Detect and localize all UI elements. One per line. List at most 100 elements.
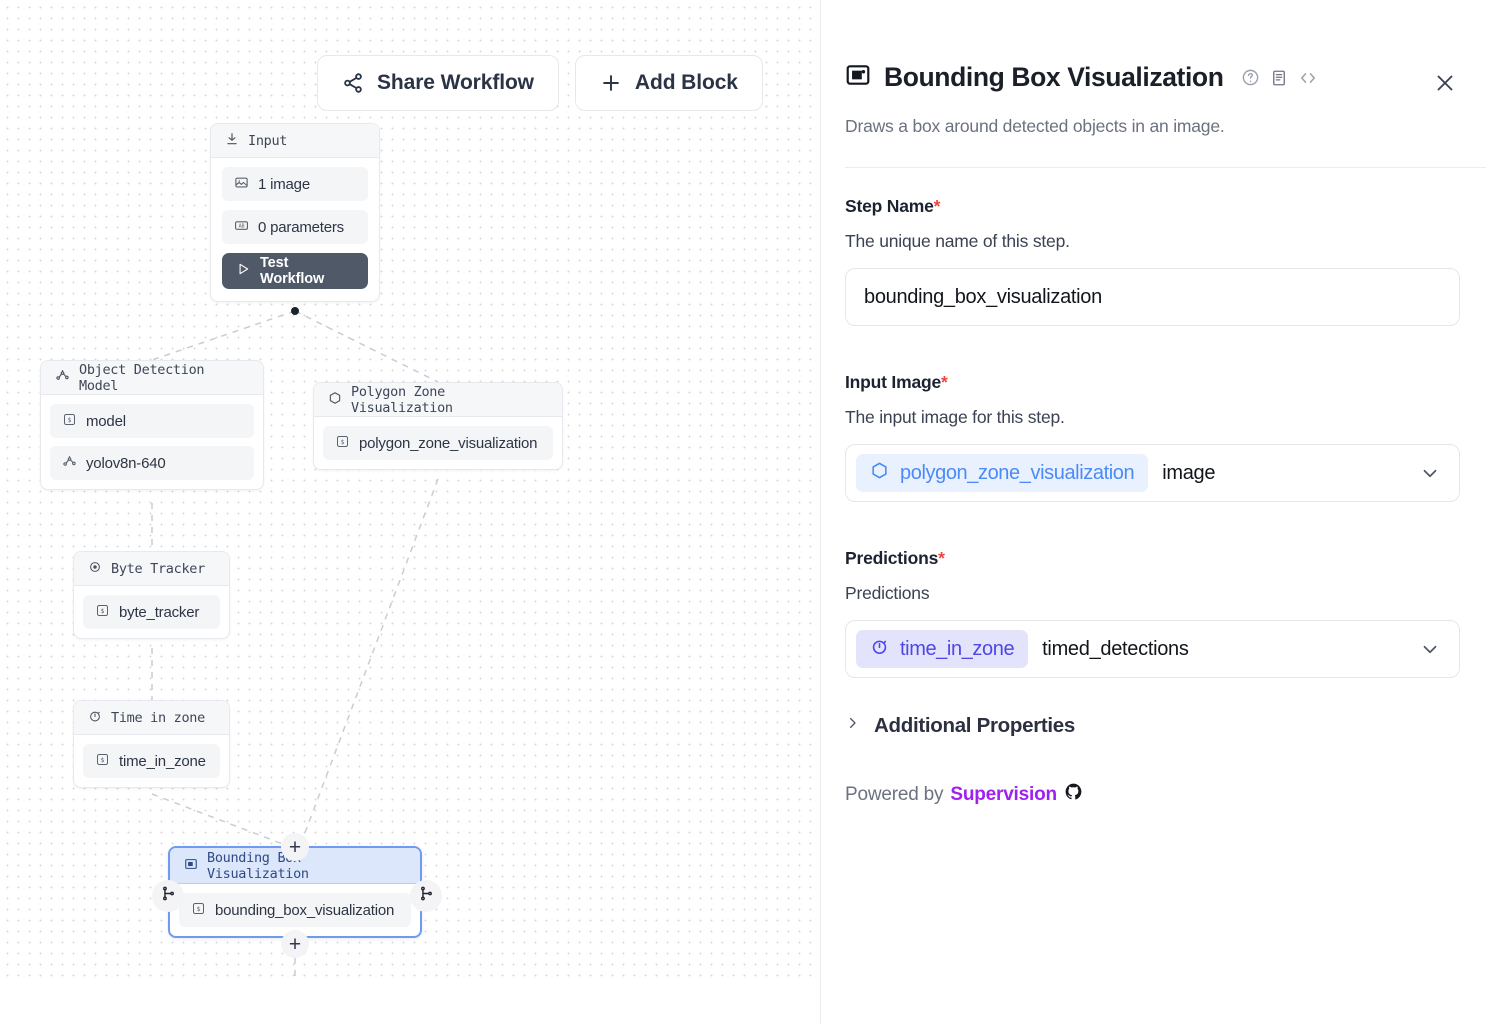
spacer [845, 334, 1460, 372]
node-object-detection-model-header: Object Detection Model [41, 361, 263, 395]
input-image-select[interactable]: polygon_zone_visualization image [845, 444, 1460, 502]
node-input[interactable]: Input 1 image AB [210, 123, 380, 302]
node-object-detection-model-body: $ model yolov8n-640 [41, 395, 263, 489]
panel-description: Draws a box around detected objects in a… [845, 116, 1225, 136]
node-row-yolo-label: yolov8n-640 [86, 454, 166, 472]
chevron-down-icon[interactable] [1419, 462, 1441, 484]
workflow-canvas[interactable]: Share Workflow Add Block Input [0, 0, 820, 982]
input-image-value: image [1162, 461, 1216, 484]
node-byte-tracker-title: Byte Tracker [111, 560, 205, 577]
add-node-bottom-handle[interactable]: + [281, 930, 309, 958]
required-marker: * [938, 548, 945, 568]
node-row-bounding-box-visualization[interactable]: $ bounding_box_visualization [179, 893, 411, 927]
node-row-time-in-zone-label: time_in_zone [119, 752, 206, 770]
field-step-name-help: The unique name of this step. [845, 231, 1070, 251]
node-polygon-zone-visualization[interactable]: Polygon Zone Visualization $ polygon_zon… [313, 382, 563, 470]
node-row-parameters[interactable]: AB 0 parameters [222, 210, 368, 244]
predictions-chip[interactable]: time_in_zone [856, 630, 1029, 668]
node-byte-tracker-body: $ byte_tracker [74, 586, 229, 638]
help-circle-icon[interactable] [1241, 68, 1260, 87]
powered-by-footer: Powered by Supervision [845, 782, 1460, 807]
field-step-name-label: Step Name* [845, 196, 1460, 217]
page-title: Bounding Box Visualization [884, 62, 1224, 92]
download-icon [225, 132, 239, 150]
hexagon-icon [870, 461, 889, 486]
test-workflow-button[interactable]: Test Workflow [222, 253, 368, 289]
node-row-model[interactable]: $ model [50, 404, 254, 438]
docs-icon[interactable] [1270, 69, 1288, 87]
share-workflow-button[interactable]: Share Workflow [317, 55, 559, 111]
node-row-time-in-zone[interactable]: $ time_in_zone [83, 744, 220, 778]
node-object-detection-model-title: Object Detection Model [79, 361, 205, 394]
github-icon[interactable] [1064, 782, 1083, 807]
node-bounding-box-visualization[interactable]: Bounding Box Visualization $ bounding_bo… [168, 846, 422, 938]
node-row-image[interactable]: 1 image [222, 167, 368, 201]
predictions-chip-label: time_in_zone [900, 637, 1015, 660]
panel-body: Step Name* The unique name of this step.… [821, 168, 1486, 807]
branch-icon [160, 885, 177, 907]
image-icon [234, 175, 249, 194]
node-input-body: 1 image AB 0 parameters Test Workflow [211, 158, 379, 301]
node-input-output-handle[interactable] [291, 307, 299, 315]
canvas-edges [151, 310, 439, 982]
node-row-byte-tracker[interactable]: $ byte_tracker [83, 595, 220, 629]
svg-text:$: $ [341, 439, 345, 446]
field-predictions: Predictions* Predictions time_in_zone ti… [845, 548, 1460, 678]
node-row-byte-tracker-label: byte_tracker [119, 603, 200, 621]
bounding-box-icon [845, 62, 871, 93]
node-polygon-zone-visualization-body: $ polygon_zone_visualization [314, 417, 562, 469]
parameters-icon: AB [234, 218, 249, 237]
variable-icon: $ [95, 603, 110, 622]
node-time-in-zone[interactable]: Time in zone $ time_in_zone [73, 700, 230, 788]
code-icon[interactable] [1298, 68, 1318, 88]
node-row-parameters-label: 0 parameters [258, 218, 344, 236]
bounding-box-icon [184, 857, 198, 875]
input-image-chip[interactable]: polygon_zone_visualization [856, 454, 1149, 492]
share-workflow-label: Share Workflow [377, 71, 534, 94]
field-input-image-label-text: Input Image [845, 372, 941, 392]
svg-text:$: $ [101, 608, 105, 615]
node-row-polygon-zone-visualization[interactable]: $ polygon_zone_visualization [323, 426, 553, 460]
stopwatch-icon [88, 709, 102, 727]
field-step-name-label-text: Step Name [845, 196, 934, 216]
add-block-label: Add Block [634, 71, 738, 94]
close-icon [1433, 71, 1457, 100]
additional-properties-label: Additional Properties [874, 714, 1076, 737]
branch-left-handle[interactable] [152, 880, 184, 912]
step-name-input[interactable]: bounding_box_visualization [845, 268, 1460, 326]
panel-header: Bounding Box Visualization [821, 0, 1486, 93]
node-polygon-zone-visualization-header: Polygon Zone Visualization [314, 383, 562, 417]
node-row-yolo[interactable]: yolov8n-640 [50, 446, 254, 480]
node-row-bounding-box-visualization-label: bounding_box_visualization [215, 901, 395, 919]
play-icon [236, 262, 250, 280]
add-block-button[interactable]: Add Block [574, 55, 763, 111]
node-time-in-zone-header: Time in zone [74, 701, 229, 735]
input-image-chip-label: polygon_zone_visualization [900, 461, 1135, 484]
additional-properties-toggle[interactable]: Additional Properties [845, 714, 1460, 738]
field-predictions-label: Predictions* [845, 548, 1460, 569]
node-object-detection-model[interactable]: Object Detection Model $ model [40, 360, 264, 490]
predictions-select[interactable]: time_in_zone timed_detections [845, 620, 1460, 678]
variable-icon: $ [335, 434, 350, 453]
add-node-top-handle[interactable]: + [281, 833, 309, 861]
panel-header-icons [1241, 68, 1318, 88]
panel-divider [845, 167, 1486, 168]
close-button[interactable] [1430, 70, 1460, 100]
chevron-down-icon[interactable] [1419, 638, 1441, 660]
required-marker: * [933, 196, 941, 216]
node-bounding-box-visualization-title: Bounding Box Visualization [207, 849, 309, 882]
required-marker: * [941, 372, 948, 392]
chevron-right-icon [845, 714, 860, 738]
node-input-header: Input [211, 124, 379, 158]
svg-text:$: $ [68, 417, 72, 424]
node-input-title: Input [248, 132, 288, 149]
supervision-link[interactable]: Supervision [950, 783, 1057, 805]
svg-text:$: $ [197, 906, 201, 913]
node-row-polygon-zone-visualization-label: polygon_zone_visualization [359, 434, 538, 452]
node-byte-tracker[interactable]: Byte Tracker $ byte_tracker [73, 551, 230, 639]
hexagon-icon [328, 391, 342, 409]
field-input-image-label: Input Image* [845, 372, 1460, 393]
spacer [845, 510, 1460, 548]
svg-text:AB: AB [239, 223, 245, 229]
branch-right-handle[interactable] [410, 880, 442, 912]
